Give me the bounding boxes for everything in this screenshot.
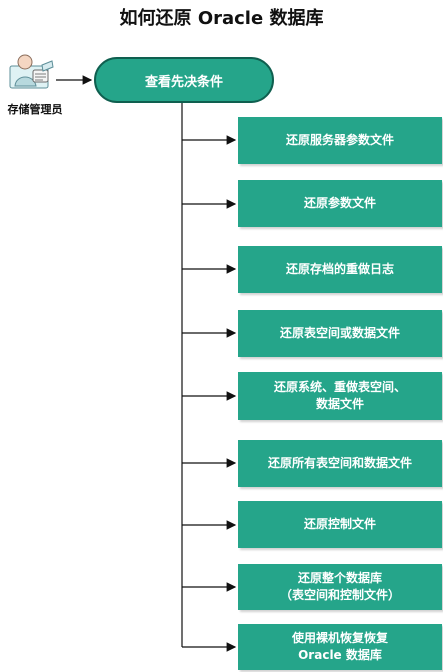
step-restore-tablespace-or-datafile: 还原表空间或数据文件 xyxy=(238,310,442,357)
diagram-title: 如何还原 Oracle 数据库 xyxy=(119,8,324,29)
step-restore-control-file: 还原控制文件 xyxy=(238,501,442,548)
step-restore-system-redo-tablespace-datafile: 还原系统、重做表空间、 数据文件 xyxy=(238,372,442,420)
step-bare-metal-recovery-oracle: 使用裸机恢复恢复 Oracle 数据库 xyxy=(238,624,442,670)
step-restore-all-tablespaces-and-datafiles: 还原所有表空间和数据文件 xyxy=(238,440,442,487)
storage-admin-person-icon xyxy=(9,54,54,89)
start-step: 查看先决条件 xyxy=(94,57,274,103)
step-restore-server-parameter-file: 还原服务器参数文件 xyxy=(238,117,442,164)
step-restore-entire-database: 还原整个数据库 （表空间和控制文件） xyxy=(238,564,442,610)
step-restore-parameter-file: 还原参数文件 xyxy=(238,180,442,227)
step-restore-archived-redo-logs: 还原存档的重做日志 xyxy=(238,246,442,293)
persona-label: 存储管理员 xyxy=(7,103,63,116)
